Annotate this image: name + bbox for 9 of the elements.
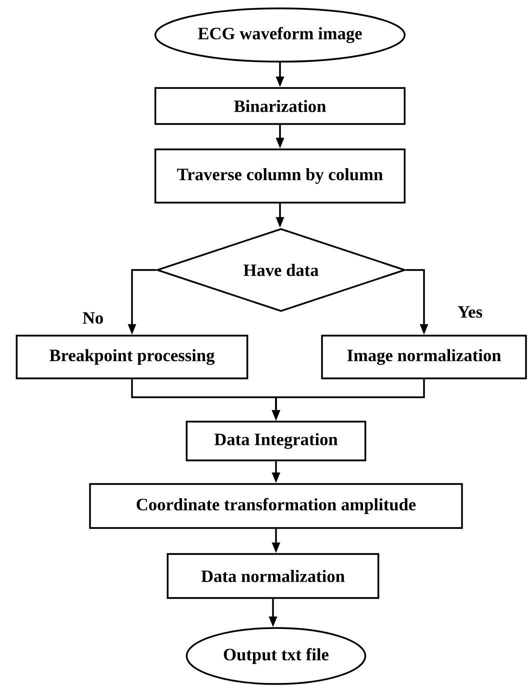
- process-box: Data normalization: [166, 553, 380, 599]
- edge-label: No: [82, 312, 103, 324]
- process-box: Data Integration: [186, 420, 366, 462]
- process-box: Breakpoint processing: [16, 334, 248, 380]
- process-box: Binarization: [154, 87, 406, 125]
- process-box: Coordinate transformation amplitude: [89, 483, 463, 529]
- process-box: Image normalization: [321, 334, 527, 380]
- edge-label: Yes: [458, 306, 482, 318]
- process-box: Traverse column by column: [154, 148, 406, 204]
